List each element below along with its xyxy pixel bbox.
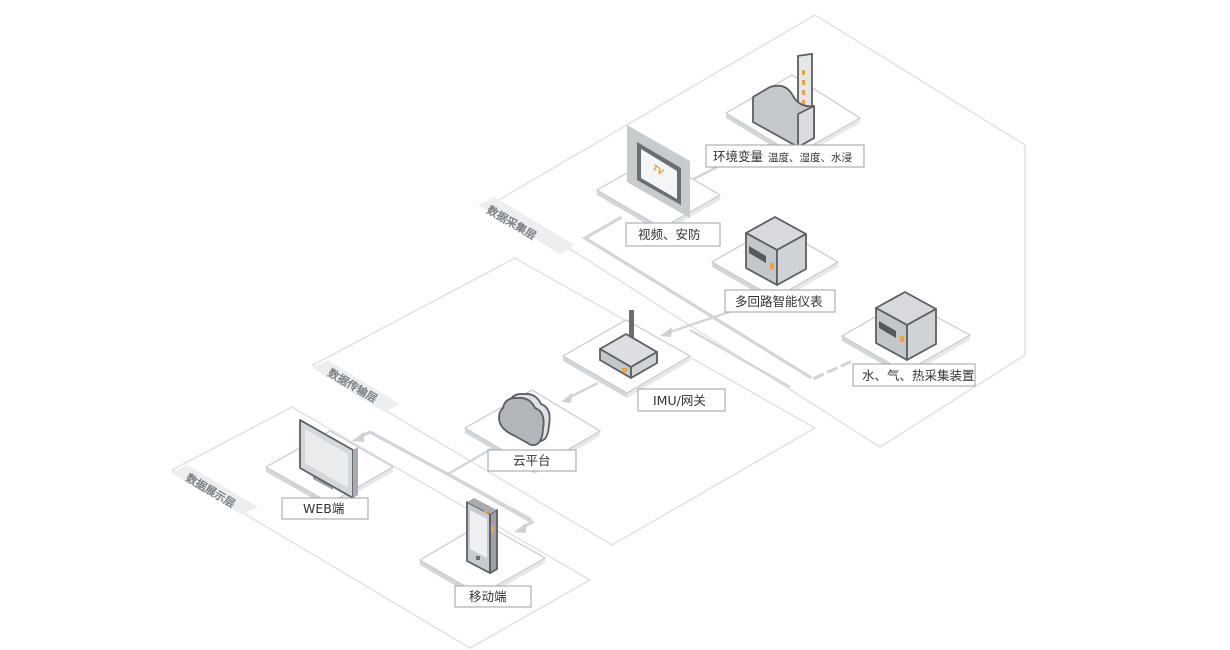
label-box-environment <box>705 144 865 168</box>
arrow-cloud-web <box>352 432 364 442</box>
label-box-collector <box>852 363 976 387</box>
edge-meter-gateway <box>666 308 736 335</box>
layer-collection-outline <box>488 14 1026 448</box>
label-box-gateway <box>637 388 726 412</box>
node-cloud-label: 云平台 <box>513 453 551 468</box>
node-meter[interactable]: 多回路智能仪表 <box>710 216 840 313</box>
node-mobile[interactable]: 移动端 <box>418 498 547 608</box>
node-environment[interactable]: 环境变量 温度、湿度、水浸 <box>705 52 865 168</box>
edge-video-trunk <box>581 215 813 380</box>
label-box-video <box>625 222 721 247</box>
tv-monitor-icon: TV <box>627 125 690 218</box>
smart-meter-icon <box>745 216 807 286</box>
node-collector[interactable]: 水、气、热采集装置 <box>840 291 976 387</box>
label-box-web <box>281 497 369 520</box>
layer-transmission-label: 数据传输层 <box>325 366 379 406</box>
node-web-label: WEB端 <box>303 501 344 516</box>
layer-transmission-tab <box>312 360 400 412</box>
edge-collector-dashed <box>812 359 853 381</box>
node-meter-label: 多回路智能仪表 <box>735 294 823 309</box>
collector-device-icon <box>875 291 937 361</box>
node-cloud[interactable]: 云平台 <box>463 389 602 474</box>
node-environment-sublabel: 温度、湿度、水浸 <box>768 151 852 164</box>
node-video-label: 视频、安防 <box>638 227 701 242</box>
environment-sensor-icon <box>752 52 815 148</box>
mobile-phone-icon <box>466 498 498 574</box>
node-mobile-label: 移动端 <box>469 589 507 604</box>
node-gateway-label: IMU/网关 <box>653 393 706 408</box>
arrow-gateway-cloud <box>561 393 572 403</box>
arrow-cloud-mobile <box>514 523 526 533</box>
label-box-mobile <box>454 585 532 608</box>
layer-collection-tab <box>478 197 575 254</box>
node-web[interactable]: WEB端 <box>264 419 395 520</box>
cloud-icon <box>498 393 551 447</box>
label-box-cloud <box>487 449 577 472</box>
edge-gateway-cloud <box>567 381 599 400</box>
connectors <box>352 165 853 533</box>
node-gateway[interactable]: IMU/网关 <box>561 310 726 412</box>
label-box-meter <box>724 289 836 313</box>
desktop-monitor-icon <box>299 419 358 499</box>
router-gateway-icon <box>599 310 658 379</box>
arrow-meter-gateway <box>660 327 672 337</box>
node-collector-label: 水、气、热采集装置 <box>862 368 975 383</box>
node-video[interactable]: TV 视频、安防 <box>595 125 722 247</box>
edge-trunk-gateway <box>689 328 791 389</box>
layer-display-tab <box>171 465 258 515</box>
node-environment-label: 环境变量 <box>713 149 763 164</box>
